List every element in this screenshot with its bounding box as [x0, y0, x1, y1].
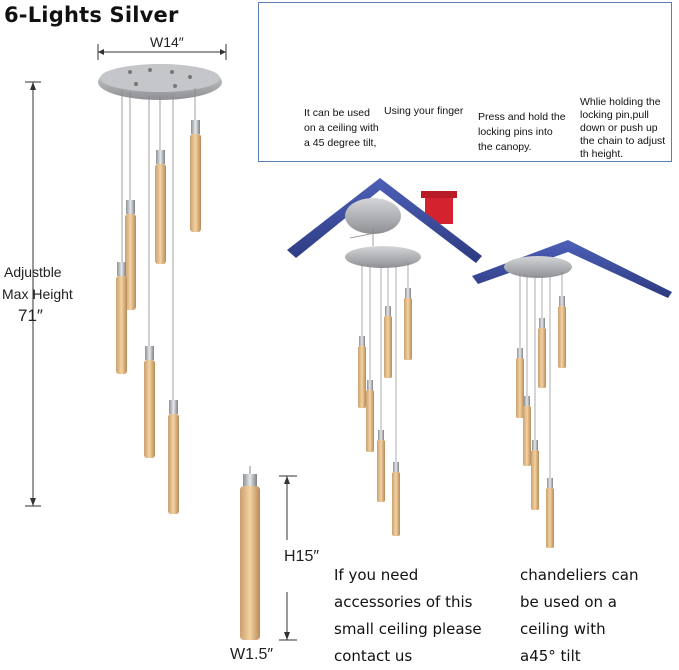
tilt-note-line: be used on a: [520, 593, 618, 611]
instruction-step-3-line: Press and hold the: [478, 111, 566, 123]
main-pendants: [116, 88, 201, 514]
main-canopy: [98, 64, 222, 100]
accessories-note-line: small ceiling please: [334, 620, 482, 638]
installation-instructions-box: [258, 2, 672, 162]
canopy-width-dimension: [97, 44, 227, 60]
height-label-line2: Max Height: [2, 286, 73, 302]
instruction-step-4-line: th height.: [580, 148, 624, 160]
accessories-note-line: accessories of this: [334, 593, 473, 611]
instruction-step-4-line: down or push up: [580, 122, 658, 134]
instruction-step-1: It can be used on a ceiling with a 45 de…: [304, 106, 379, 151]
instruction-step-4: Whlie holding the locking pin,pull down …: [580, 96, 665, 161]
instruction-step-3: Press and hold the locking pins into the…: [478, 110, 566, 155]
accessories-note-line: If you need: [334, 566, 419, 584]
instruction-step-4-line: the chain to adjust: [580, 135, 666, 147]
instruction-step-3-line: locking pins into: [478, 126, 553, 138]
instruction-step-1-line: It can be used: [304, 107, 370, 119]
accessories-note-line: contact us: [334, 647, 413, 665]
instruction-step-1-line: a 45 degree tilt,: [304, 137, 377, 149]
canopy-width-label: W14″: [150, 34, 184, 50]
instruction-step-2: Using your finger: [384, 104, 463, 119]
height-label-line1: Adjustble: [4, 264, 62, 280]
height-value-label: 71″: [18, 306, 43, 325]
instruction-step-4-line: Whlie holding the: [580, 96, 661, 108]
roof-scene-right: [472, 240, 672, 548]
tube-width-label: W1.5″: [230, 646, 274, 663]
tilt-note-line: ceiling with: [520, 620, 606, 638]
product-title: 6-Lights Silver: [4, 3, 179, 27]
tilt-note-line: chandeliers can: [520, 566, 639, 584]
instruction-step-1-line: on a ceiling with: [304, 122, 379, 134]
accessories-note: If you need accessories of this small ce…: [334, 562, 482, 670]
tilt-note-line: a45° tilt: [520, 647, 581, 665]
tube-detail: [240, 466, 297, 641]
instruction-step-2-line: Using your finger: [384, 105, 464, 117]
tilt-note: chandeliers can be used on a ceiling wit…: [520, 562, 638, 670]
height-dimension: [25, 81, 41, 507]
instruction-step-4-line: locking pin,pull: [580, 109, 649, 121]
instruction-step-3-line: the canopy.: [478, 141, 532, 153]
roof-scene-middle: [287, 178, 482, 536]
tube-height-label: H15″: [284, 548, 320, 565]
